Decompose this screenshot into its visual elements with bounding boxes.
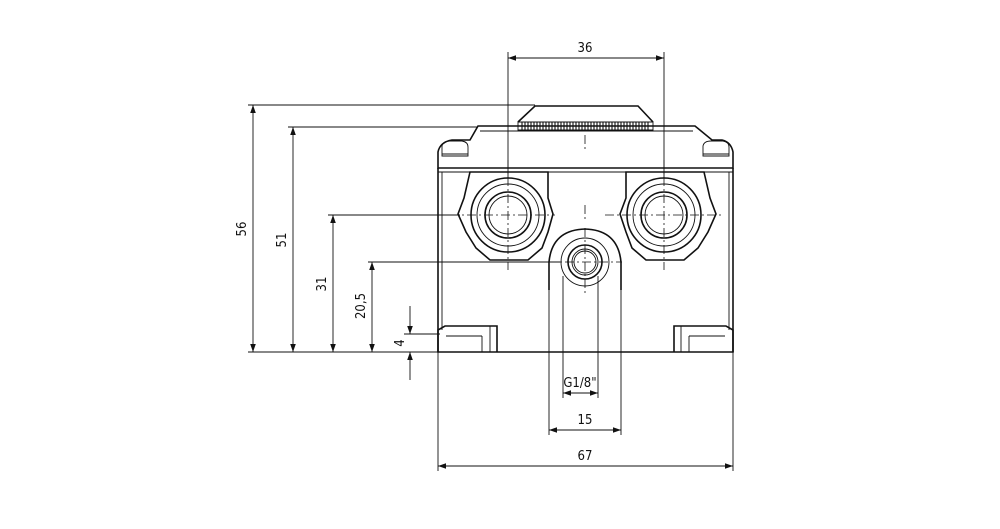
dimension-top-width: 36 — [507, 41, 665, 178]
dimension-overall-width: 67 — [437, 352, 734, 471]
dimension-label: 36 — [578, 41, 593, 56]
dimension-label: 31 — [315, 277, 330, 292]
knob — [517, 105, 654, 131]
dimension-label: 51 — [275, 233, 290, 248]
dimension-label: 4 — [393, 339, 408, 346]
dimension-thread: G1/8" — [562, 276, 599, 398]
dimension-label: 56 — [235, 222, 250, 237]
dimension-height-upper-port: 31 — [315, 215, 336, 352]
dimension-height-body: 51 — [275, 127, 296, 352]
knob-knurling — [521, 122, 649, 130]
dimension-label: 20,5 — [354, 293, 369, 319]
dimension-label: G1/8" — [563, 376, 596, 391]
extension-lines — [248, 104, 560, 353]
cable-gland-right — [619, 171, 717, 261]
dimension-port-width: 15 — [548, 352, 622, 435]
dimension-height-lower-port: 20,5 — [354, 262, 375, 352]
housing-body — [437, 125, 734, 353]
dimension-height-total: 56 — [235, 105, 256, 352]
dimension-height-foot: 4 — [393, 306, 413, 380]
dimension-label: 15 — [578, 413, 593, 428]
centre-lines — [450, 135, 722, 296]
dimension-label: 67 — [578, 449, 593, 464]
cable-gland-left — [457, 171, 554, 261]
feet — [437, 325, 734, 352]
